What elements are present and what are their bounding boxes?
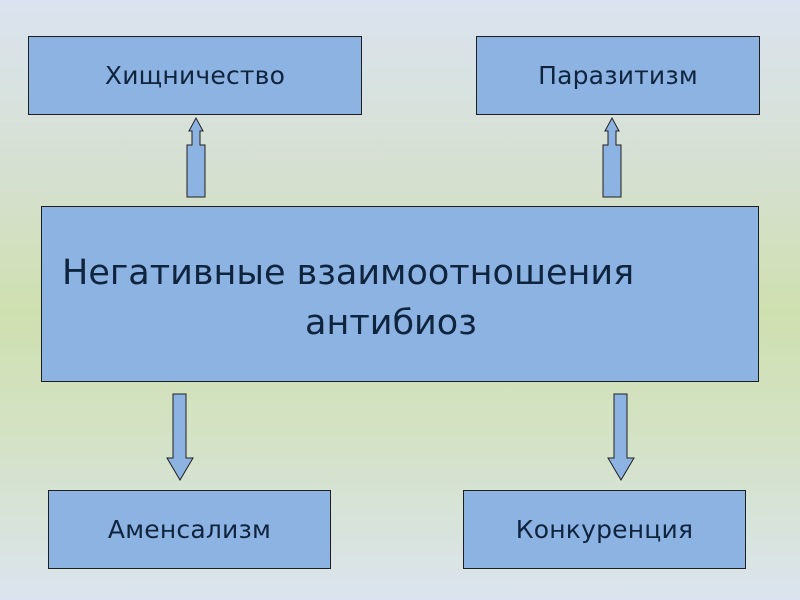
- down-arrow-right: [607, 393, 635, 481]
- up-arrow-left: [186, 116, 206, 198]
- predation-box: Хищничество: [28, 36, 362, 115]
- amensalism-label: Аменсализм: [107, 515, 272, 544]
- antibiosis-title: антибиоз: [305, 303, 477, 343]
- up-arrow-right: [602, 116, 622, 198]
- down-arrow-left: [166, 393, 194, 481]
- antibiosis-box: Негативные взаимоотношения антибиоз: [41, 206, 759, 382]
- amensalism-box: Аменсализм: [48, 490, 331, 569]
- competition-box: Конкуренция: [463, 490, 746, 569]
- negative-relations-title: Негативные взаимоотношения: [62, 253, 635, 293]
- predation-label: Хищничество: [104, 61, 286, 90]
- parasitism-box: Паразитизм: [476, 36, 760, 115]
- competition-label: Конкуренция: [515, 515, 694, 544]
- parasitism-label: Паразитизм: [538, 61, 698, 90]
